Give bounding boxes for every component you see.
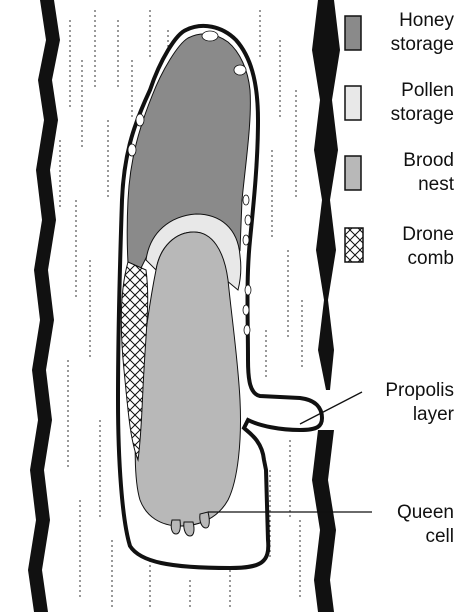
bark-right-lower-edge xyxy=(312,430,336,612)
callout-label-queen-1: Queen xyxy=(397,502,454,523)
legend-label-pollen-2: storage xyxy=(391,104,454,125)
legend-swatch-honey xyxy=(345,16,361,50)
legend-label-brood-2: nest xyxy=(418,174,455,195)
legend-swatch-drone xyxy=(345,228,363,262)
callout-label-propolis-2: layer xyxy=(413,404,455,425)
legend-swatch-brood xyxy=(345,156,361,190)
legend-label-pollen-1: Pollen xyxy=(401,80,454,101)
legend: Honey storage Pollen storage Brood nest … xyxy=(345,10,455,269)
legend-item-drone: Drone comb xyxy=(345,224,454,269)
legend-item-pollen: Pollen storage xyxy=(345,80,454,125)
bark-right-edge xyxy=(312,0,340,390)
legend-swatch-pollen xyxy=(345,86,361,120)
callout-label-queen-2: cell xyxy=(425,526,454,547)
bark-left-edge xyxy=(28,0,60,612)
legend-item-brood: Brood nest xyxy=(345,150,455,195)
legend-label-drone-1: Drone xyxy=(402,224,454,245)
legend-label-drone-2: comb xyxy=(408,248,454,269)
legend-label-brood-1: Brood xyxy=(403,150,454,171)
legend-item-honey: Honey storage xyxy=(345,10,455,55)
legend-label-honey-1: Honey xyxy=(399,10,454,31)
callout-label-propolis-1: Propolis xyxy=(385,380,454,401)
legend-label-honey-2: storage xyxy=(391,34,454,55)
